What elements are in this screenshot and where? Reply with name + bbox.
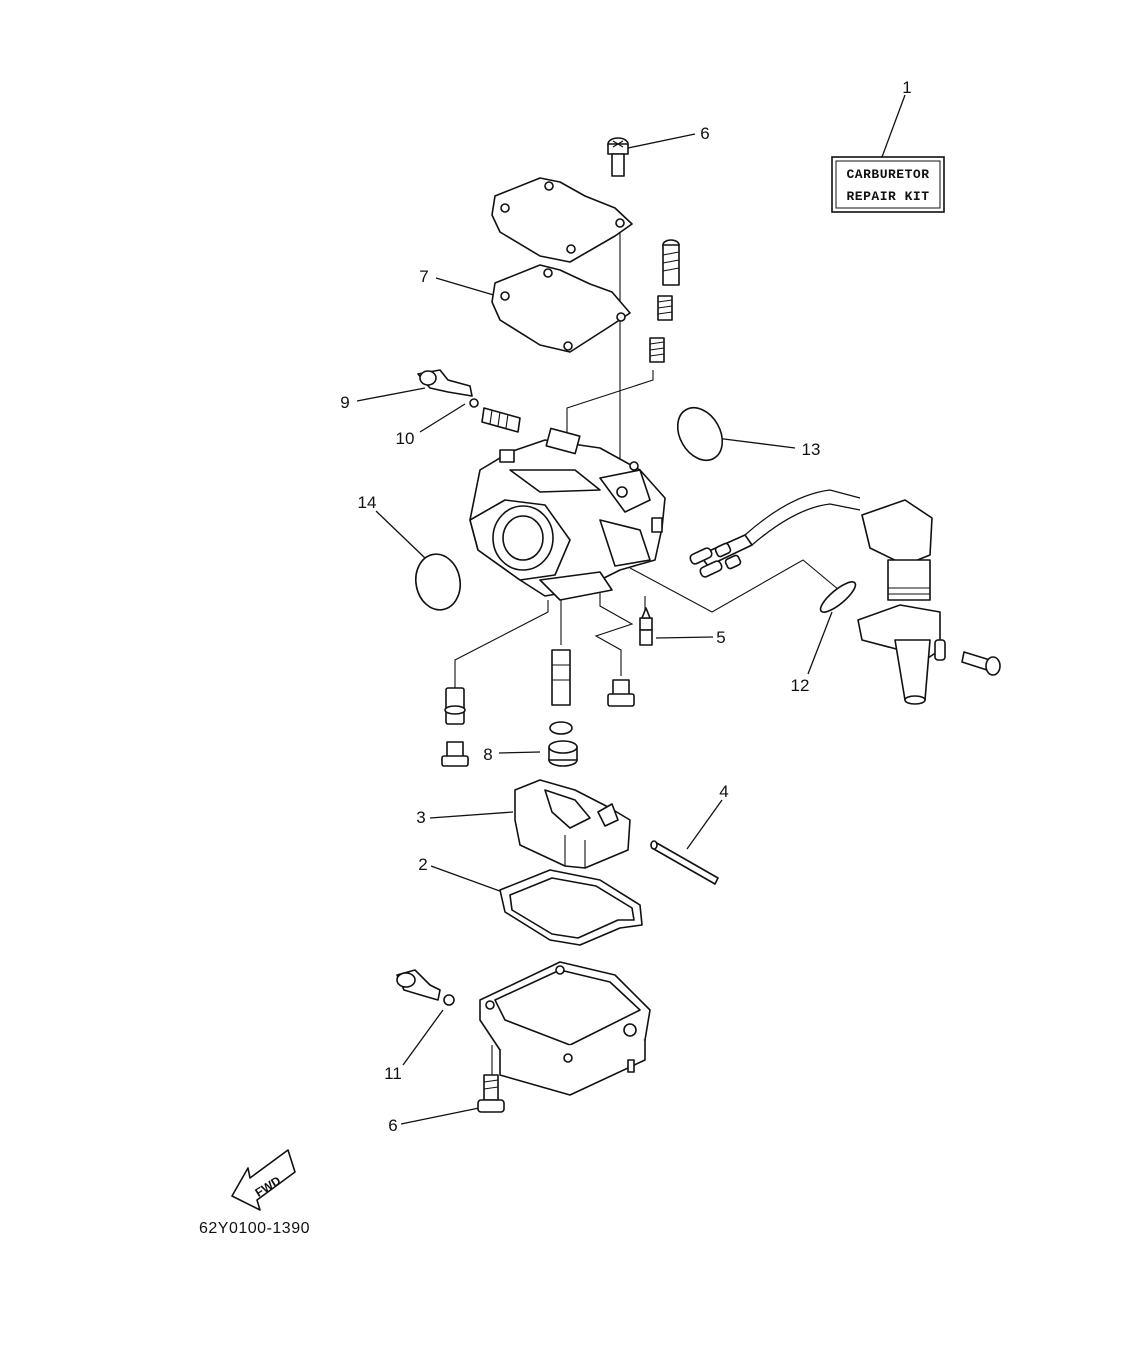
leader-lines: [356, 94, 906, 1125]
callout-11: 11: [384, 1064, 402, 1083]
callout-1: 1: [902, 78, 911, 97]
needle-valve: [639, 607, 653, 646]
callout-5: 5: [716, 628, 725, 647]
fwd-arrow-icon: FWD: [231, 1149, 296, 1211]
screw-bottom: [477, 1074, 505, 1113]
callout-14: 14: [358, 493, 377, 512]
callout-10: 10: [396, 429, 415, 448]
callout-6-bottom: 6: [388, 1116, 397, 1135]
callout-6-top: 6: [700, 124, 709, 143]
drawing-code: 62Y0100-1390: [199, 1220, 310, 1237]
o-ring-13: [676, 406, 724, 462]
diaphragm-cover: [491, 177, 633, 263]
drain-screw: [396, 969, 455, 1006]
electrothermal-valve: [689, 489, 1001, 705]
callout-2: 2: [418, 855, 427, 874]
kit-label-line1: CARBURETOR: [846, 167, 929, 182]
pilot-screw-assembly: [649, 239, 680, 363]
o-ring-12: [819, 581, 857, 613]
screw-top: [607, 137, 629, 177]
float-pin: [650, 840, 719, 885]
diaphragm-gasket: [491, 264, 631, 353]
callout-13: 13: [802, 440, 821, 459]
callout-12: 12: [791, 676, 810, 695]
callout-8: 8: [483, 745, 492, 764]
callout-7: 7: [419, 267, 428, 286]
carburetor-repair-kit-box: CARBURETOR REPAIR KIT: [831, 156, 945, 213]
kit-label-line2: REPAIR KIT: [846, 189, 929, 204]
float-chamber-gasket: [499, 869, 643, 946]
plug-8: [548, 740, 578, 767]
callout-3: 3: [416, 808, 425, 827]
assembly-guide-lines: [454, 215, 846, 1075]
o-ring-14: [414, 553, 462, 611]
callout-numbers: 1 6 7 9 10 13 14 5 12 8 4 3 2 11 6: [340, 78, 911, 1135]
float: [514, 779, 631, 869]
callout-4: 4: [719, 782, 728, 801]
carburetor-body: [469, 427, 666, 601]
callout-9: 9: [340, 393, 349, 412]
throttle-stop-screw: [417, 369, 521, 433]
jets: [441, 649, 635, 767]
float-chamber: [479, 961, 651, 1096]
